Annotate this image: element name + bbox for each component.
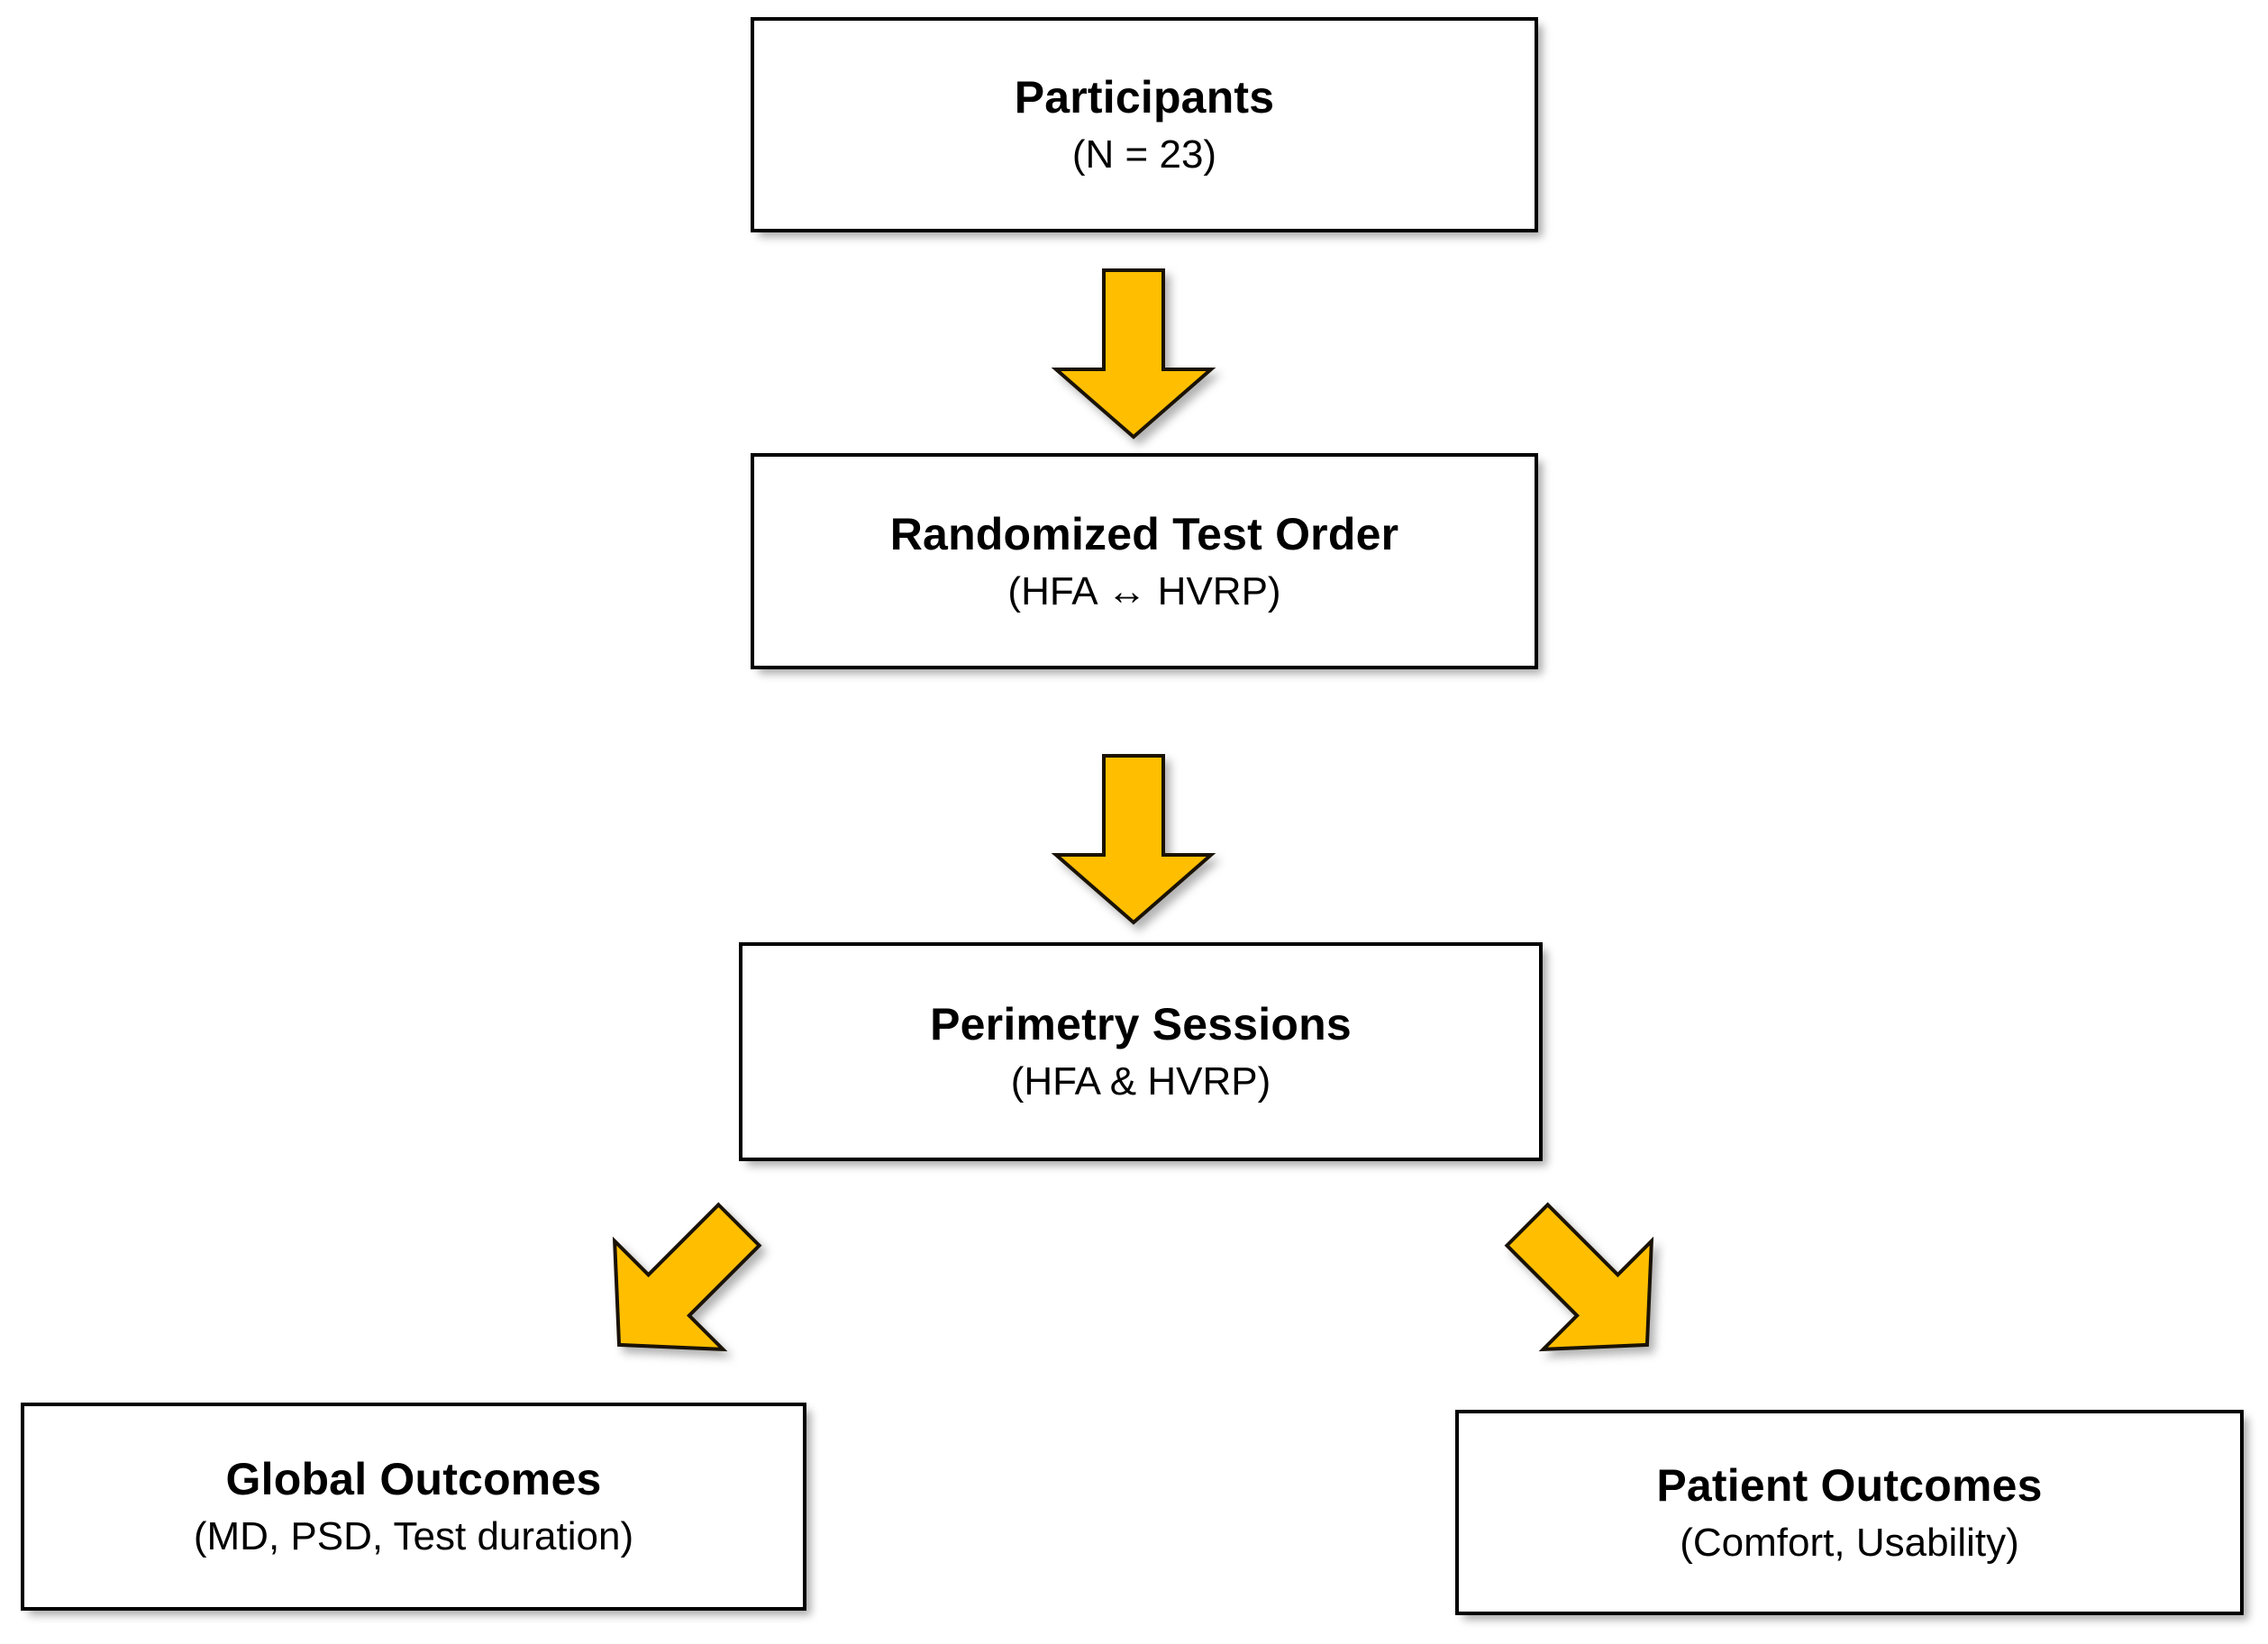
- node-patient-subtitle: (Comfort, Usability): [1680, 1520, 2019, 1565]
- arrow-down-randomized-to-perimetry: [1051, 754, 1216, 925]
- arrow-down-participants-to-randomized: [1051, 268, 1216, 440]
- node-participants-title: Participants: [1014, 72, 1275, 123]
- node-participants-subtitle: (N = 23): [1071, 132, 1217, 177]
- node-perimetry-sessions[interactable]: Perimetry Sessions (HFA & HVRP): [739, 942, 1543, 1161]
- arrow-down-right-perimetry-to-patient: [1478, 1192, 1703, 1385]
- node-patient-title: Patient Outcomes: [1656, 1459, 2043, 1511]
- node-randomized-title: Randomized Test Order: [889, 508, 1399, 559]
- node-global-subtitle: (MD, PSD, Test duration): [193, 1514, 634, 1559]
- node-perimetry-title: Perimetry Sessions: [930, 999, 1352, 1050]
- node-global-outcomes[interactable]: Global Outcomes (MD, PSD, Test duration): [21, 1403, 806, 1611]
- node-participants[interactable]: Participants (N = 23): [751, 17, 1538, 232]
- node-randomized-test-order[interactable]: Randomized Test Order (HFA ↔ HVRP): [751, 453, 1538, 669]
- arrow-down-left-perimetry-to-global: [563, 1192, 788, 1385]
- node-perimetry-subtitle: (HFA & HVRP): [1010, 1059, 1271, 1104]
- node-randomized-subtitle: (HFA ↔ HVRP): [1007, 568, 1281, 613]
- node-patient-outcomes[interactable]: Patient Outcomes (Comfort, Usability): [1455, 1410, 2244, 1615]
- node-global-title: Global Outcomes: [225, 1454, 602, 1505]
